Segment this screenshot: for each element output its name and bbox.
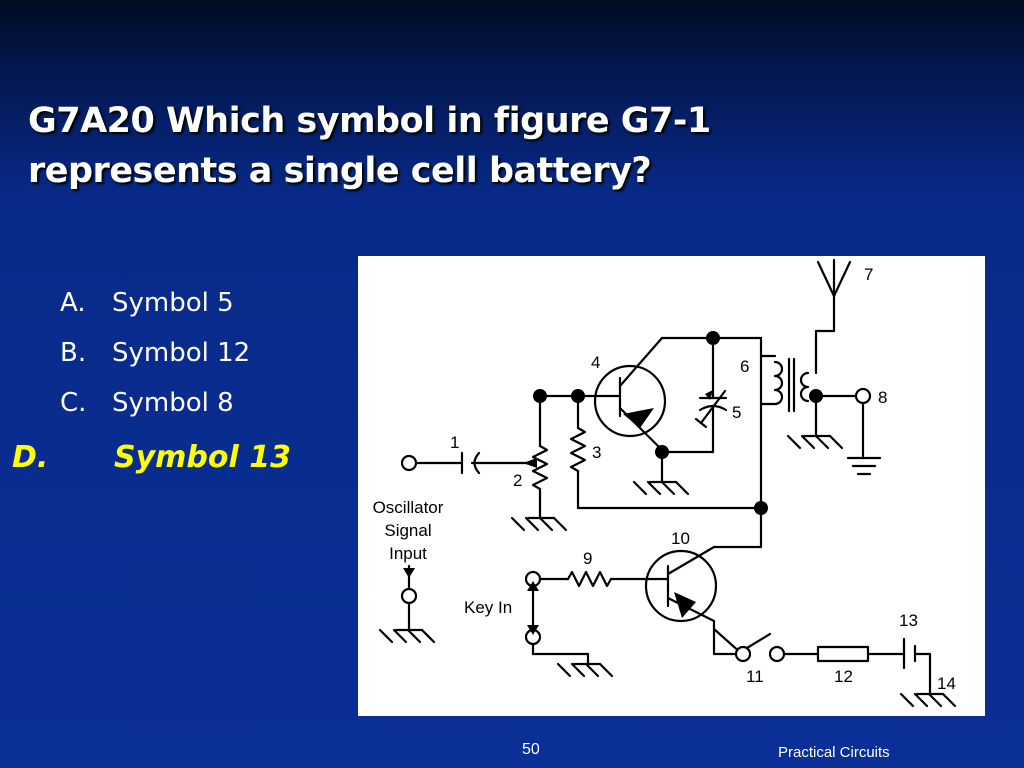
oscillator-label-line1: Oscillator (373, 498, 444, 517)
label-11: 11 (746, 667, 764, 686)
label-3: 3 (592, 443, 601, 462)
oscillator-label-line3: Input (389, 544, 427, 563)
answer-letter: D. (12, 440, 49, 475)
label-2: 2 (513, 471, 522, 490)
label-14: 14 (937, 674, 956, 693)
label-13: 13 (899, 611, 918, 630)
page-number: 50 (522, 741, 540, 758)
schematic-diagram: 1 2 3 4 5 6 7 8 9 10 11 12 13 14 Oscilla… (373, 258, 957, 708)
title-line-2: represents a single cell battery? (28, 151, 652, 191)
label-8: 8 (878, 388, 887, 407)
answer-text: Symbol 5 (112, 288, 234, 318)
label-4: 4 (591, 353, 600, 372)
answer-text: Symbol 8 (112, 388, 234, 418)
slide-title: G7A20 Which symbol in figure G7-1 repres… (28, 96, 988, 196)
answer-text: Symbol 13 (114, 440, 291, 475)
label-10: 10 (671, 529, 690, 548)
answer-letter: B. (60, 338, 87, 368)
label-7: 7 (864, 265, 873, 284)
answer-text: Symbol 12 (112, 338, 251, 368)
title-line-1: G7A20 Which symbol in figure G7-1 (28, 101, 711, 141)
label-9: 9 (583, 549, 592, 568)
label-6: 6 (740, 357, 749, 376)
oscillator-label-line2: Signal (384, 521, 431, 540)
footer-section-title: Practical Circuits (778, 744, 890, 761)
answer-letter: C. (60, 388, 87, 418)
label-12: 12 (834, 667, 853, 686)
key-in-label: Key In (464, 598, 512, 617)
circuit-figure: 1 2 3 4 5 6 7 8 9 10 11 12 13 14 Oscilla… (358, 256, 985, 716)
label-5: 5 (732, 403, 741, 422)
label-1: 1 (450, 433, 459, 452)
answer-letter: A. (60, 288, 86, 318)
